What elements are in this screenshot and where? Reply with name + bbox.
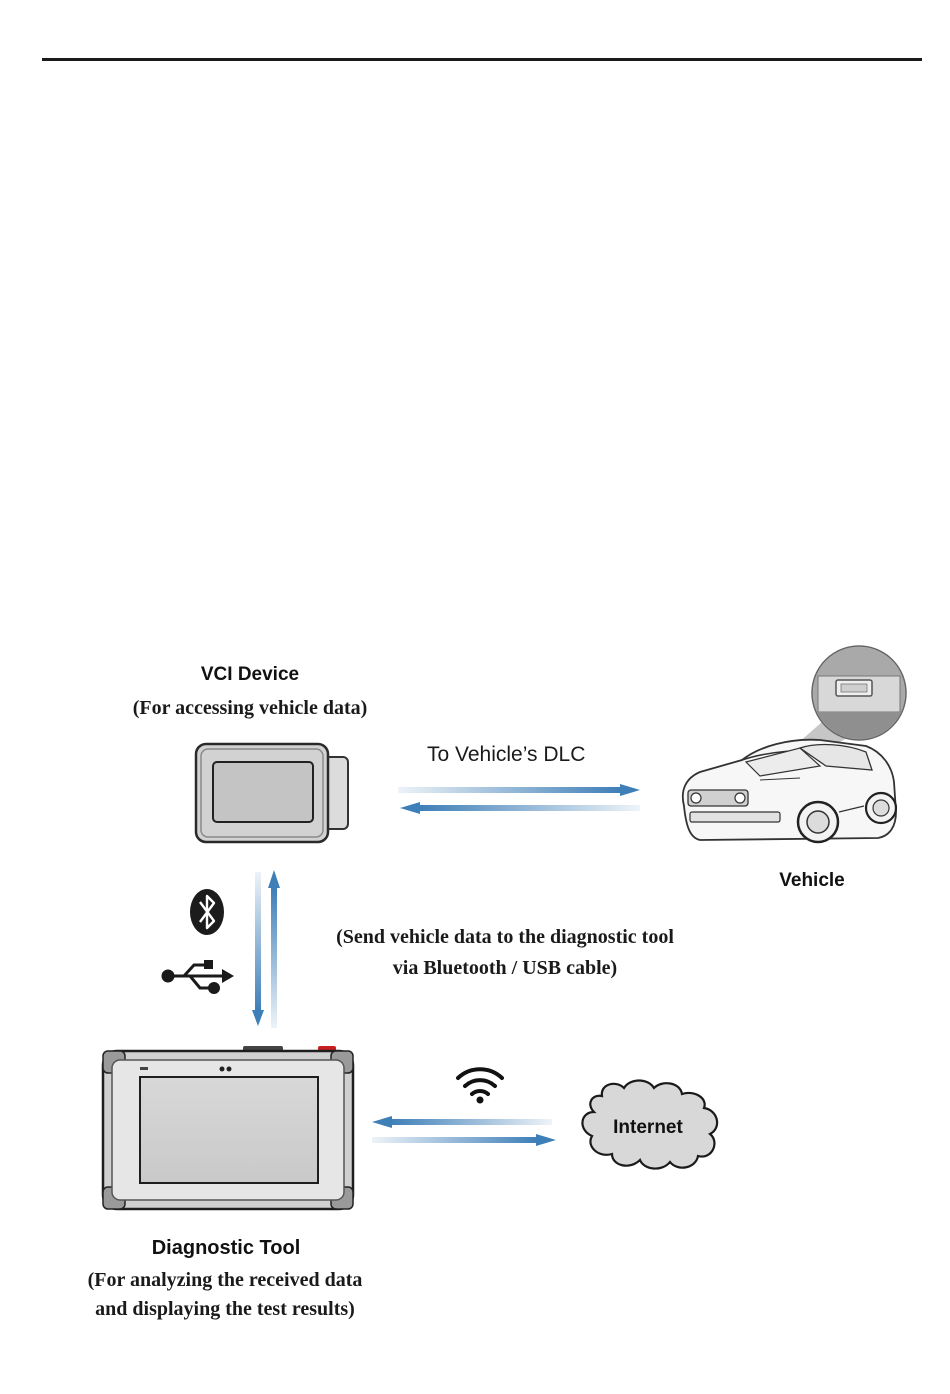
vci-device-image bbox=[196, 744, 348, 842]
send-note-line1: (Send vehicle data to the diagnostic too… bbox=[300, 926, 710, 949]
internet-label: Internet bbox=[592, 1117, 704, 1139]
vehicle-image bbox=[683, 646, 906, 842]
vehicle-label: Vehicle bbox=[752, 870, 872, 892]
internet-arrows bbox=[372, 1116, 556, 1146]
bluetooth-icon bbox=[190, 889, 224, 935]
diagnostic-tool-title: Diagnostic Tool bbox=[110, 1237, 342, 1260]
usb-icon bbox=[163, 960, 234, 993]
wifi-icon bbox=[458, 1069, 502, 1103]
vci-device-title: VCI Device bbox=[150, 664, 350, 686]
diagnostic-tool-image bbox=[103, 1046, 353, 1209]
bluetooth-usb-arrows bbox=[252, 870, 280, 1028]
vci-device-subtitle: (For accessing vehicle data) bbox=[100, 697, 400, 720]
dlc-label: To Vehicle’s DLC bbox=[427, 743, 585, 767]
dlc-arrows bbox=[398, 784, 640, 814]
diagnostic-tool-desc-line1: (For analyzing the received data bbox=[50, 1269, 400, 1292]
diagnostic-tool-desc-line2: and displaying the test results) bbox=[50, 1298, 400, 1321]
send-note-line2: via Bluetooth / USB cable) bbox=[300, 957, 710, 980]
